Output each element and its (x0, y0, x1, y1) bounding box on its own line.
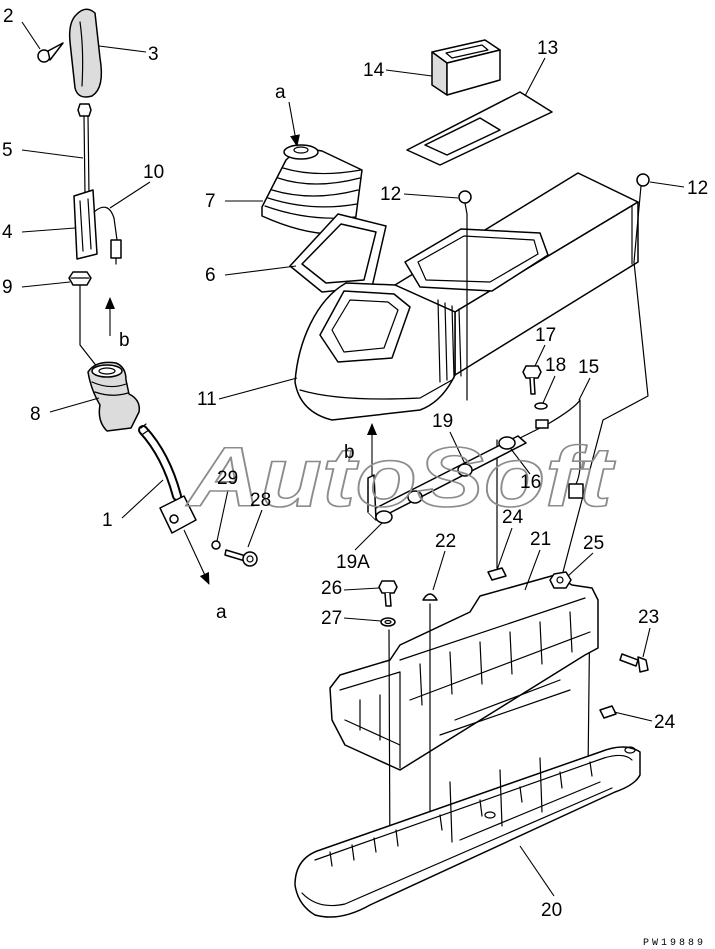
callout-b-middle: b (344, 442, 355, 463)
view-arrow-a-top (288, 101, 300, 147)
part-6-boot-frame (289, 213, 387, 293)
callout-6: 6 (205, 265, 216, 286)
part-10-switch-wire (93, 206, 122, 265)
callout-a-bottom: a (216, 602, 227, 623)
part-4-bracket (73, 189, 98, 260)
part-27-washer (380, 617, 396, 627)
callout-25: 25 (583, 533, 604, 554)
leader-lines (21, 21, 685, 897)
part-23-bolt (619, 653, 649, 673)
callout-19: 19 (432, 411, 453, 432)
part-25-nut (549, 571, 572, 589)
part-9-nut (68, 271, 92, 286)
part-5-lever-rod (83, 115, 90, 196)
callout-5: 5 (2, 140, 13, 161)
part-29-ring (211, 540, 221, 550)
callout-9: 9 (2, 277, 13, 298)
callout-21: 21 (530, 529, 551, 550)
lever-link-line (79, 285, 99, 369)
callout-labels: 2 3 5 10 4 9 b 8 1 29 28 a a 7 6 11 14 1… (2, 6, 708, 921)
callout-10: 10 (143, 162, 164, 183)
callout-22: 22 (435, 531, 456, 552)
callout-12-right: 12 (687, 178, 708, 199)
part-14-switch (431, 39, 501, 96)
part-21-lower-bracket (329, 574, 599, 771)
screw-axis-line-left (466, 213, 498, 569)
callout-8: 8 (30, 404, 41, 425)
part-28-bolt (224, 549, 258, 567)
callout-12-left: 12 (380, 184, 401, 205)
part-2-screw (37, 42, 64, 63)
callout-29: 29 (217, 468, 238, 489)
callout-11: 11 (197, 389, 217, 410)
callout-28: 28 (250, 490, 271, 511)
part-12-screw-left (458, 190, 472, 215)
part-18-washer (534, 402, 548, 410)
callout-26: 26 (321, 578, 342, 599)
callout-7: 7 (205, 191, 216, 212)
part-24-clip-lower (599, 705, 617, 719)
callout-19A: 19A (336, 552, 370, 573)
part-13-panel-plate (406, 91, 553, 166)
callout-24-upper: 24 (502, 507, 524, 528)
callout-14: 14 (363, 60, 385, 81)
part-16-clip (498, 436, 516, 450)
callout-18: 18 (545, 355, 566, 376)
callout-15: 15 (578, 357, 599, 378)
callout-b-left: b (119, 330, 130, 351)
drawing-code: PW19889 (643, 938, 706, 949)
callout-27: 27 (321, 608, 342, 629)
part-12-screw-right (633, 173, 650, 263)
part-8-bushing (87, 361, 141, 432)
callout-13: 13 (537, 38, 558, 59)
callout-24-lower: 24 (654, 712, 676, 733)
part-19-bracket (367, 435, 527, 521)
callout-23: 23 (638, 607, 659, 628)
callout-17: 17 (535, 325, 556, 346)
callout-20: 20 (541, 900, 562, 921)
callout-3: 3 (148, 44, 159, 65)
part-19-clips (407, 463, 473, 504)
callout-2: 2 (3, 6, 14, 27)
knob-nut (77, 103, 92, 117)
part-20-bottom-tray (294, 746, 641, 918)
part-11-console (294, 172, 639, 421)
callout-16: 16 (520, 472, 541, 493)
part-3-shift-knob (68, 8, 103, 98)
callout-4: 4 (2, 222, 13, 243)
callout-a-top: a (275, 82, 286, 103)
watermark-text: AutoSoft (186, 430, 616, 524)
part-17-bolt (522, 365, 542, 395)
part-19A-clip (375, 510, 393, 524)
callout-1: 1 (102, 510, 113, 531)
view-arrow-a-bottom (183, 529, 210, 585)
part-15-wire-harness (515, 399, 584, 499)
part-1-shift-lever (138, 423, 197, 534)
